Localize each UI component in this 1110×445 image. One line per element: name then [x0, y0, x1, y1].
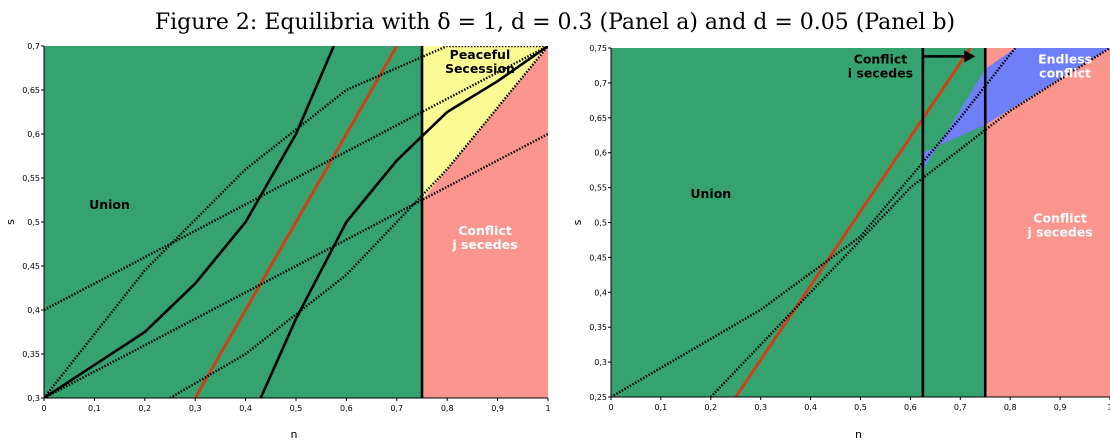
panel-a-y-tick-label: 0,3: [27, 394, 40, 403]
panel-a-x-tick-label: 0,8: [441, 404, 454, 413]
panel-b-region-label-line: Conflict: [854, 51, 908, 66]
panel-a-y-tick-label: 0,6: [27, 130, 40, 139]
panel-b-region-union-0: [611, 48, 986, 397]
panel-b-y-tick-label: 0,65: [589, 114, 607, 123]
panel-b-y-axis-label: s: [571, 219, 584, 225]
panel-b-x-tick-label: 0,9: [1054, 403, 1067, 412]
panel-a-region-conflict-1: [422, 46, 548, 398]
panel-b-region-label-line: Union: [690, 186, 731, 201]
panel-a-x-tick-label: 0,4: [239, 404, 252, 413]
panel-b-region-conflict-1: [985, 48, 1110, 397]
panel-b-series-dotted-3: [611, 48, 1017, 397]
panel-b-region-label-line: Conflict: [1033, 211, 1087, 226]
panel-b-x-tick-label: 0,6: [904, 403, 917, 412]
panel-a-y-axis-label: s: [4, 219, 17, 225]
panel-b-region-label-0: Union: [690, 186, 731, 201]
panel-b-region-label-line: i secedes: [848, 65, 913, 80]
panel-b-y-tick-label: 0,4: [594, 288, 607, 297]
panel-b-y-tick-label: 0,7: [594, 79, 607, 88]
panel-a-series-solid-2: [44, 46, 335, 398]
panel-a-region-label-line: Secession: [445, 61, 515, 76]
panel-a-y-tick-label: 0,55: [22, 174, 40, 183]
panel-a-x-tick-label: 0,7: [390, 404, 403, 413]
panel-a-x-tick-label: 0,6: [340, 404, 353, 413]
panel-b-x-tick-label: 0,7: [954, 403, 967, 412]
panel-a-series-dotted-4: [44, 46, 548, 398]
panel-b-x-axis-label: n: [855, 428, 862, 441]
panel-b-x-tick-label: 0,3: [754, 403, 767, 412]
panel-a-y-tick-label: 0,7: [27, 42, 40, 51]
panel-b-x-tick-label: 1: [1107, 403, 1110, 412]
panel-b-y-tick-label: 0,75: [589, 44, 607, 53]
panel-a-x-tick-label: 0,9: [491, 404, 504, 413]
panel-a-y-tick-label: 0,35: [22, 350, 40, 359]
panel-a-plot-area: [44, 46, 548, 398]
panel-b-y-tick-label: 0,45: [589, 253, 607, 262]
panel-b-region-label-line: j secedes: [1026, 225, 1092, 240]
panel-a-x-axis-label: n: [291, 428, 298, 441]
panel-b-x-tick-label: 0,4: [804, 403, 817, 412]
panel-b-y-tick-label: 0,35: [589, 323, 607, 332]
panel-a-series-solid-3: [259, 46, 548, 398]
panel-b-plot-area: [611, 48, 1110, 397]
panel-b-x-tick-label: 0,5: [854, 403, 867, 412]
panel-a-y-tick-label: 0,65: [22, 86, 40, 95]
panel-b-y-tick-label: 0,3: [594, 358, 607, 367]
panel-b-region-label-line: conflict: [1039, 65, 1091, 80]
panel-a-region-label-0: Union: [89, 197, 130, 212]
panel-a-region-label-line: Peaceful: [450, 47, 511, 62]
panel-a-series-solid-0: [193, 46, 399, 398]
panel-b-x-tick-label: 0,1: [655, 403, 668, 412]
panel-b-y-tick-label: 0,55: [589, 184, 607, 193]
panel-b-arrow-head-0: [964, 50, 976, 63]
panel-b-region-endless-2: [922, 68, 986, 171]
panel-a-region-union-0: [44, 46, 422, 398]
panel-b-y-tick-label: 0,6: [594, 149, 607, 158]
panel-a-region-peaceful-2: [422, 46, 548, 200]
panel-a-x-tick-label: 0,3: [189, 404, 202, 413]
panel-a-x-tick-label: 0,2: [138, 404, 151, 413]
panel-a-region-label-line: j secedes: [451, 237, 517, 252]
panel-b-y-tick-label: 0,5: [594, 219, 607, 228]
panel-a-y-tick-label: 0,5: [27, 218, 40, 227]
panel-a-region-label-line: Union: [89, 197, 130, 212]
panel-a-x-tick-label: 1: [545, 404, 550, 413]
panel-b-series-solid-0: [734, 48, 972, 397]
panel-a-y-tick-label: 0,45: [22, 262, 40, 271]
panel-b-x-tick-label: 0: [608, 403, 613, 412]
panel-b-x-tick-label: 0,2: [704, 403, 717, 412]
panel-b-y-tick-label: 0,25: [589, 393, 607, 402]
panel-b-region-label-line: Endless: [1038, 51, 1092, 66]
panel-b-x-tick-label: 0,8: [1004, 403, 1017, 412]
panel-a-x-tick-label: 0,5: [290, 404, 303, 413]
panel-a-x-tick-label: 0: [41, 404, 46, 413]
panel-a-y-tick-label: 0,4: [27, 306, 40, 315]
figure-title: Figure 2: Equilibria with δ = 1, d = 0.3…: [155, 10, 955, 35]
panel-a-x-tick-label: 0,1: [88, 404, 101, 413]
panel-a-region-label-line: Conflict: [458, 223, 512, 238]
panel-b-series-dotted-4: [709, 48, 1110, 397]
